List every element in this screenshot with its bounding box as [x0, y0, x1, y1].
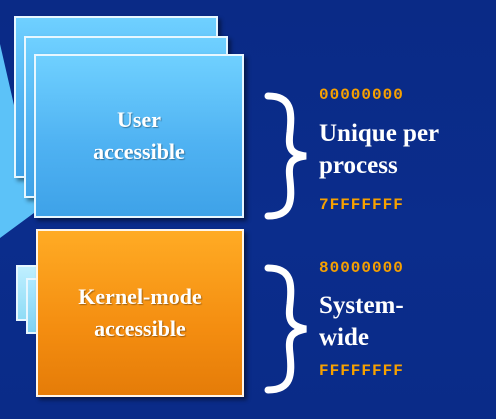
user-start-address: 00000000 [319, 86, 404, 104]
kernel-description-line1: System- [319, 292, 404, 319]
user-accessible-label: User accessible [93, 104, 185, 168]
kernel-accessible-label: Kernel-mode accessible [78, 281, 201, 345]
kernel-label-line1: Kernel-mode [78, 284, 202, 309]
kernel-label-line2: accessible [94, 316, 186, 341]
user-end-address: 7FFFFFFF [319, 196, 404, 214]
kernel-region-description: System- wide [319, 290, 404, 354]
kernel-mode-accessible-box: Kernel-mode accessible [36, 229, 244, 397]
kernel-description-line2: wide [319, 324, 369, 351]
user-region-description: Unique per process [319, 118, 439, 182]
user-label-line1: User [117, 107, 161, 132]
user-region-brace [264, 92, 307, 220]
user-accessible-box: User accessible [34, 54, 244, 218]
user-description-line1: Unique per [319, 120, 440, 147]
kernel-start-address: 80000000 [319, 259, 404, 277]
user-label-line2: accessible [93, 139, 185, 164]
kernel-region-brace [264, 264, 307, 394]
kernel-end-address: FFFFFFFF [319, 362, 404, 380]
user-description-line2: process [319, 152, 398, 179]
